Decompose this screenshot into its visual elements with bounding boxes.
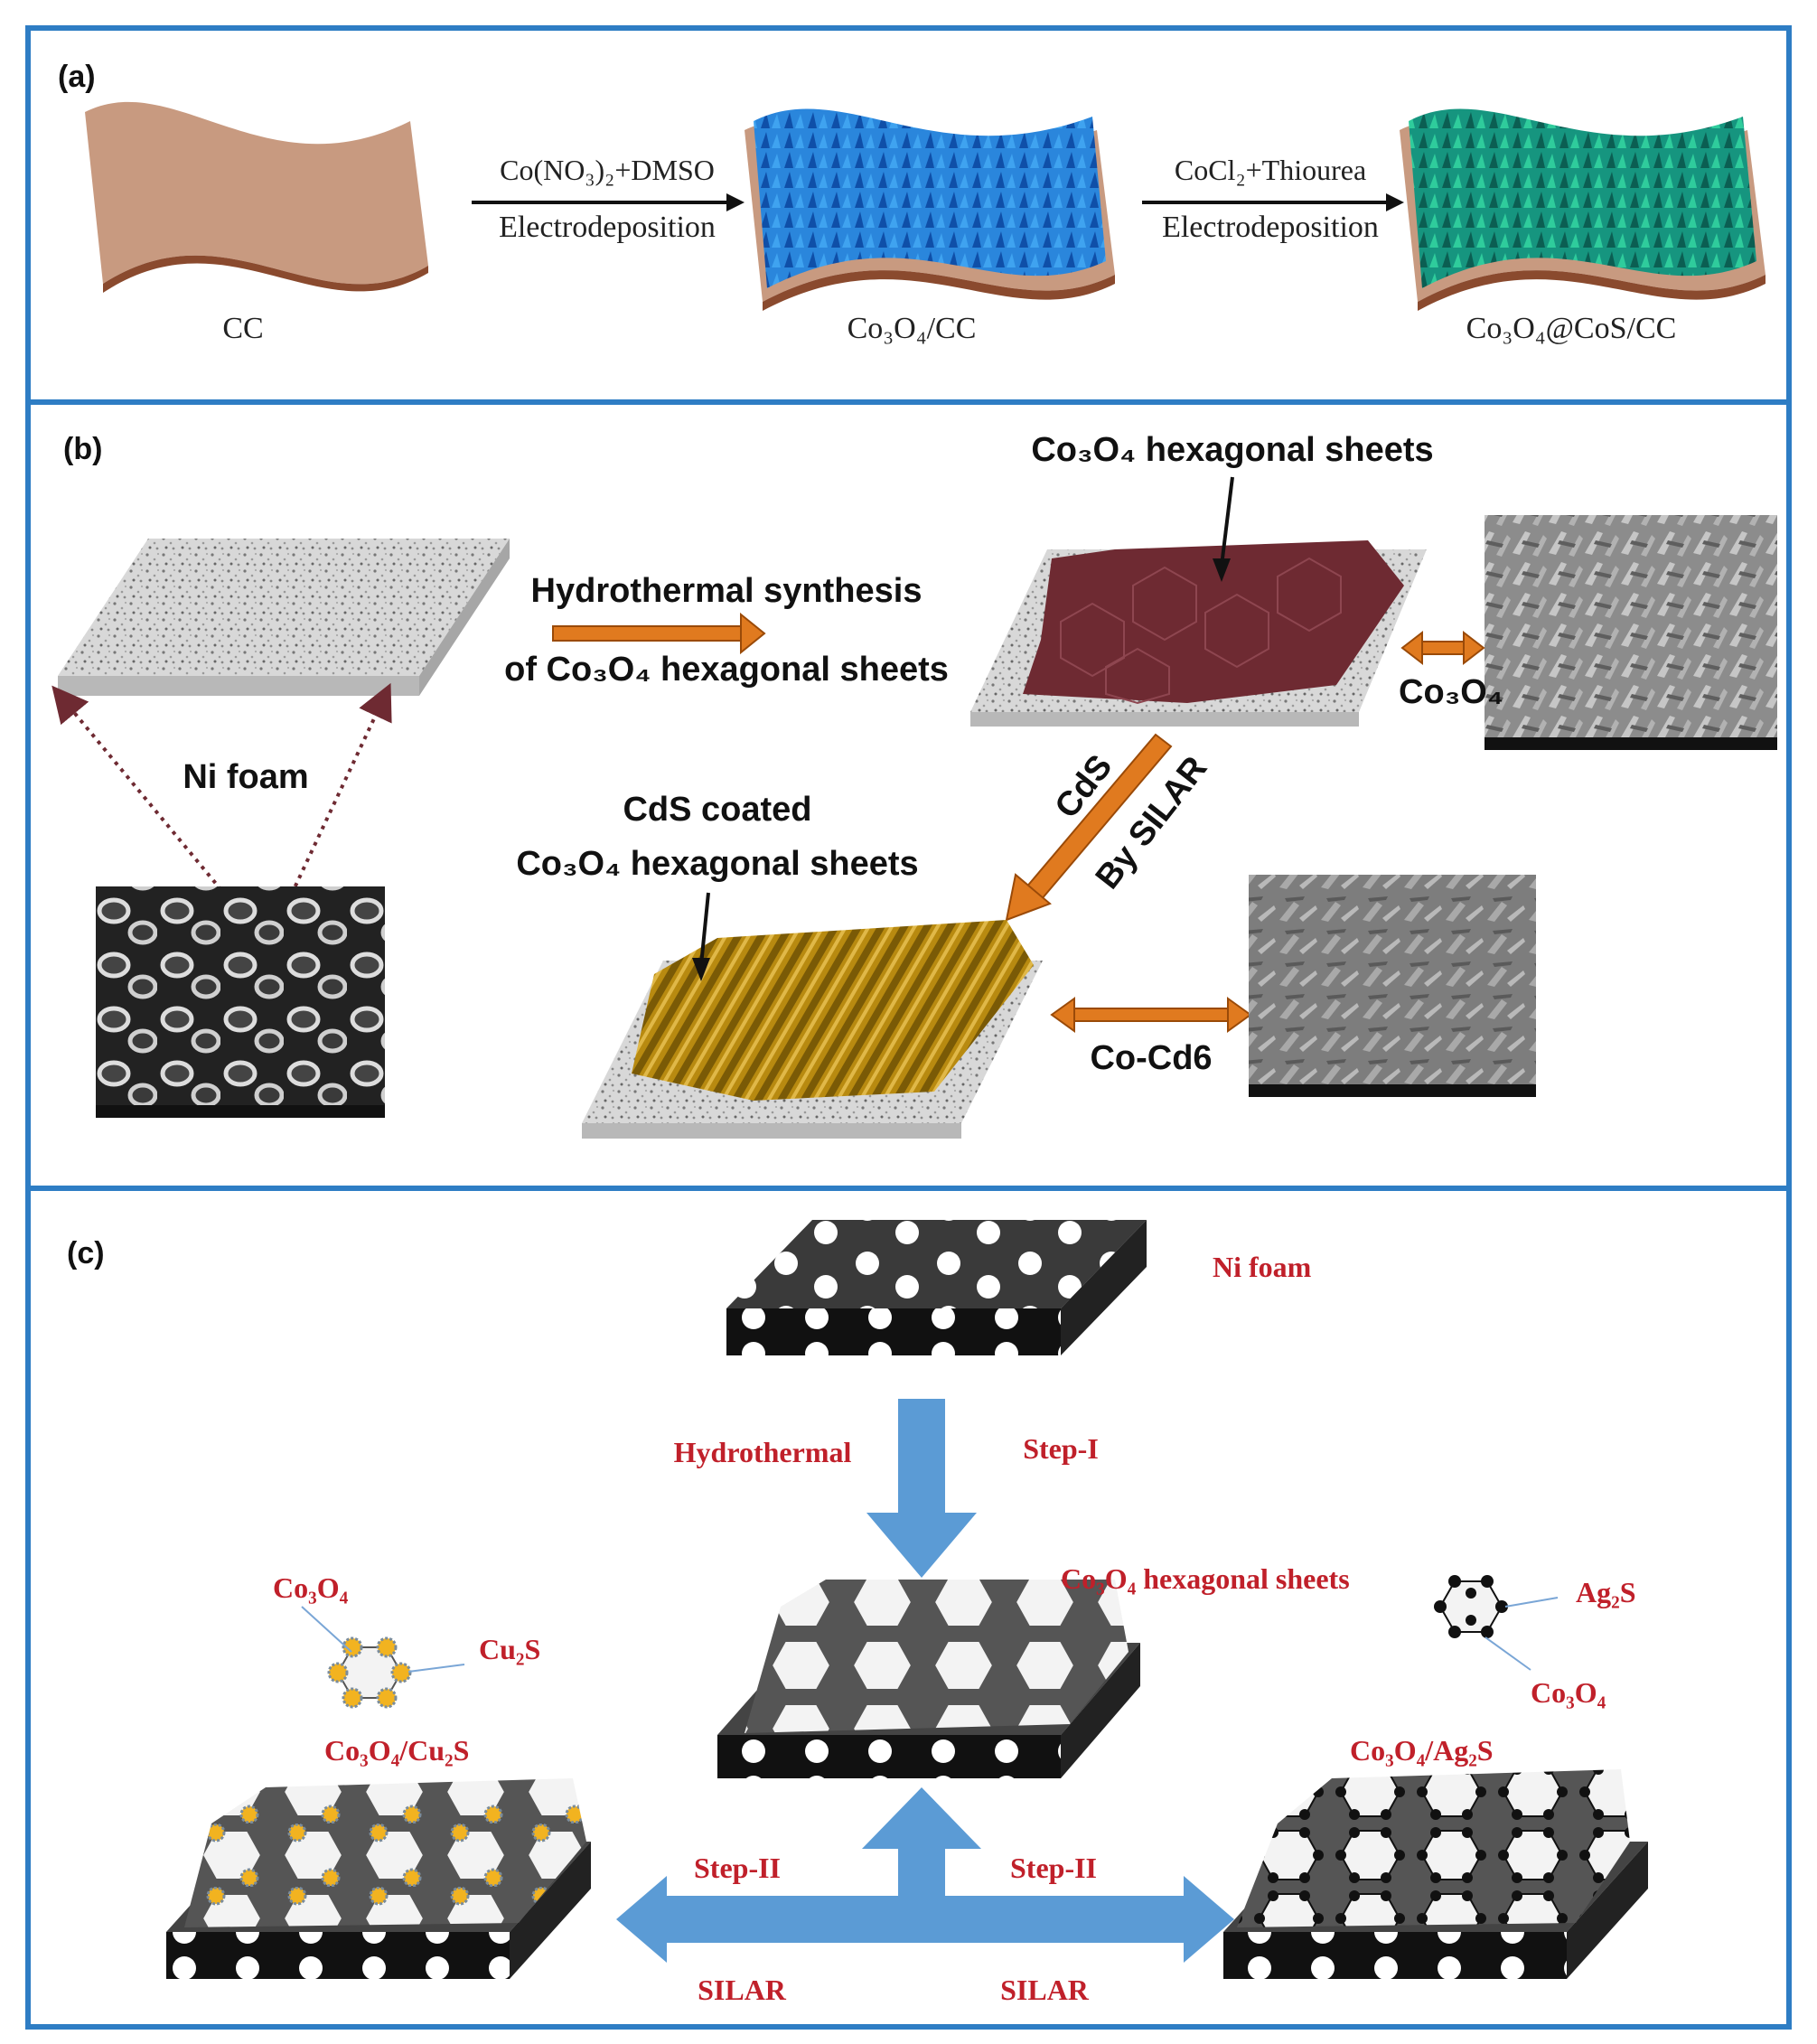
right-co3o4-label: Co₃O₄ [1531, 1676, 1606, 1709]
co3o4-sheets-title: Co₃O₄ hexagonal sheets [1031, 431, 1433, 469]
co3o4-sheets-on-foam [970, 540, 1427, 727]
step1-label: Step-I [1023, 1432, 1099, 1465]
electrodeposition-arrow-1 [472, 193, 745, 211]
cocd-double-arrow [1050, 997, 1252, 1033]
hex-sheets-block [717, 1580, 1140, 1778]
silar-left-label: SILAR [698, 1974, 787, 2006]
cocd6-sem-scalebar [1249, 1084, 1536, 1097]
co3o4-ag2s-block [1223, 1769, 1648, 1979]
cds-coated-line2: Co₃O₄ hexagonal sheets [516, 845, 918, 883]
co3o4-cc-shape [745, 108, 1115, 311]
left-product-label: Co₃O₄/Cu₂S [324, 1734, 469, 1767]
cocd6-label: Co-Cd6 [1090, 1039, 1212, 1077]
cds-pointer-arrow [692, 892, 710, 981]
right-ag2s-label: Ag₂S [1576, 1576, 1636, 1608]
ni-foam-label-c: Ni foam [1213, 1251, 1312, 1283]
panel-b: (b) Ni foam Hydrothermal synthesis of Co… [25, 399, 1792, 1191]
ag2s-particle-icon [1434, 1575, 1559, 1671]
left-cu2s-label: Cu₂S [479, 1633, 540, 1665]
arrow1-reagents: Co(NO₃)₂+DMSO [500, 154, 715, 186]
cocd6-sem-image [1249, 875, 1536, 1090]
step2-branch-arrow [616, 1787, 1234, 1963]
co3o4-sem-scalebar [1485, 737, 1777, 750]
panel-b-canvas: (b) Ni foam Hydrothermal synthesis of Co… [52, 431, 1777, 1139]
co3o4-double-arrow [1400, 630, 1485, 666]
hydrothermal-line2: of Co₃O₄ hexagonal sheets [504, 651, 949, 689]
co3o4-label: Co₃O₄ [1399, 673, 1503, 711]
step2-left-label: Step-II [694, 1852, 781, 1884]
sheets-pointer-arrow [1213, 476, 1234, 582]
co3o4-sem-image [1485, 515, 1777, 748]
zoom-dotted-lines [52, 682, 392, 913]
panel-a: (a) CC Co(NO₃)₂+DMSO Electrodeposition C… [25, 25, 1792, 405]
cu2s-particle-icon [301, 1606, 465, 1709]
ni-foam-slab [58, 539, 510, 696]
hydrothermal-label-c: Hydrothermal [674, 1436, 852, 1468]
carbon-cloth-shape [85, 101, 428, 293]
stage-co3o4-cc-label: Co₃O₄/CC [848, 312, 977, 345]
cds-coated-sheets [582, 920, 1043, 1139]
panel-a-canvas: (a) CC Co(NO₃)₂+DMSO Electrodeposition C… [58, 60, 1765, 345]
panel-c-label: (c) [67, 1236, 105, 1270]
stage-cc-label: CC [222, 312, 263, 345]
right-product-label: Co₃O₄/Ag₂S [1350, 1734, 1494, 1767]
panel-a-label: (a) [58, 60, 96, 94]
stage-co3o4-cos-cc-label: Co₃O₄@CoS/CC [1466, 312, 1677, 345]
co3o4-cu2s-block [166, 1778, 591, 1979]
arrow2-reagents: CoCl₂+Thiourea [1175, 154, 1366, 186]
hydrothermal-arrow [552, 612, 766, 655]
ni-foam-label: Ni foam [183, 758, 308, 796]
silar-right-label: SILAR [1000, 1974, 1090, 2006]
co3o4-cos-cc-shape [1400, 108, 1765, 311]
cds-coated-line1: CdS coated [623, 791, 811, 829]
arrow1-method: Electrodeposition [499, 211, 716, 244]
step1-down-arrow [866, 1399, 977, 1578]
hydrothermal-line1: Hydrothermal synthesis [531, 572, 923, 610]
arrow2-method: Electrodeposition [1162, 211, 1379, 244]
panel-b-label: (b) [63, 432, 102, 466]
electrodeposition-arrow-2 [1142, 193, 1404, 211]
ni-foam-sem-image [96, 886, 385, 1118]
panel-c: (c) Ni foam Hydrothermal Step-I Co₃O₄ he… [25, 1186, 1792, 2030]
panel-c-canvas: (c) Ni foam Hydrothermal Step-I Co₃O₄ he… [67, 1220, 1648, 2006]
left-co3o4-label: Co₃O₄ [273, 1571, 349, 1604]
hex-sheets-label: Co₃O₄ hexagonal sheets [1061, 1562, 1350, 1595]
cds-silar-arrow [1005, 733, 1173, 922]
ni-foam-block [726, 1220, 1147, 1355]
step2-right-label: Step-II [1010, 1852, 1097, 1884]
